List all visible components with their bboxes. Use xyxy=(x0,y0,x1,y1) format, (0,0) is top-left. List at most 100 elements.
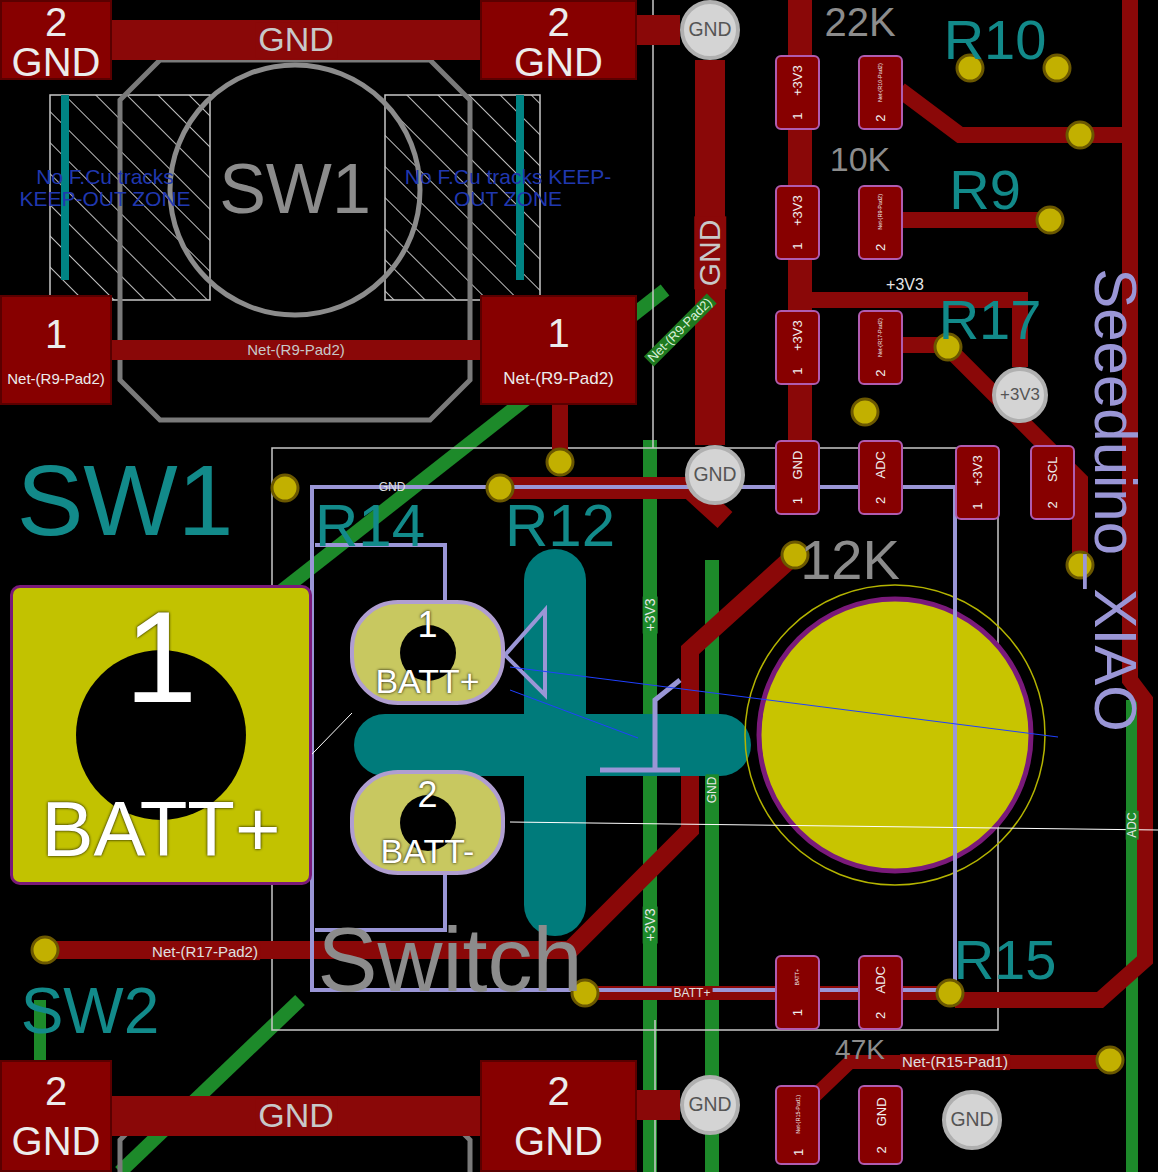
connector-pad: 2BATT- xyxy=(350,770,505,875)
via-pad: GND xyxy=(680,1075,740,1135)
pad-label-group: 2SCL xyxy=(1032,447,1073,518)
copper-track xyxy=(112,20,480,60)
resistor-pad: 1GND xyxy=(775,440,820,515)
net-name: ADC xyxy=(874,451,887,478)
copper-track xyxy=(695,60,725,445)
pad-number: 1 xyxy=(791,497,804,504)
via xyxy=(547,449,573,475)
ratsnest xyxy=(510,822,1158,830)
pin1-marker xyxy=(505,610,545,695)
pad-label-group: 1+3V3 xyxy=(777,57,818,128)
net-name: Net-(R9-Pad2) xyxy=(7,371,105,386)
silkscreen-text: SW2 xyxy=(21,978,160,1045)
pad-number: 2 xyxy=(874,244,887,251)
smd-pad: 2GND xyxy=(0,1060,112,1172)
resistor-pad: 2SCL xyxy=(1030,445,1075,520)
net-name: GND xyxy=(693,465,736,484)
resistor-pad: 1BATT+ xyxy=(775,955,820,1030)
back-copper xyxy=(385,714,720,776)
via xyxy=(1097,1047,1123,1073)
net-name: GND xyxy=(688,1095,731,1114)
pad-label-group: 1 +3V3 xyxy=(777,312,818,383)
ratsnest xyxy=(510,690,638,738)
resistor-pad: 2 ADC xyxy=(858,955,903,1030)
silkscreen-text: GND xyxy=(706,775,719,806)
pad-number: 1 xyxy=(791,368,804,375)
net-name: Net-(R9-Pad2) xyxy=(878,194,884,230)
copper-track xyxy=(900,90,1130,135)
resistor-pad: 2 GND xyxy=(858,1085,903,1165)
silkscreen-text: BATT+ xyxy=(672,987,713,1000)
pad-number: 2 xyxy=(874,497,887,504)
smd-pad: 2GND xyxy=(480,1060,637,1172)
net-name: GND xyxy=(12,42,101,82)
ratsnest xyxy=(510,667,1058,737)
copper-track xyxy=(112,340,480,360)
silkscreen-text: Seeeduino_XIAO xyxy=(1084,268,1147,732)
pad-number: 2 xyxy=(547,2,569,42)
pad-label-group: 2 ADC xyxy=(860,957,901,1028)
copper-track xyxy=(637,1090,680,1120)
green-track xyxy=(643,440,657,1172)
copper-track xyxy=(112,1096,480,1136)
via xyxy=(1067,122,1093,148)
net-name: BATT+ xyxy=(795,969,801,986)
resistor-pad: 2Net-(R10-Pad2) xyxy=(858,55,903,130)
pad-number: 2 xyxy=(45,2,67,42)
pad-label-group: 1Net-(R15-Pad1) xyxy=(777,1087,818,1163)
pad-number: 2 xyxy=(874,1146,887,1153)
resistor-pad: 1+3V3 xyxy=(775,55,820,130)
silkscreen-text: No F.Cu tracks KEEP-OUT ZONE xyxy=(5,166,205,210)
pad-number: 2 xyxy=(1046,501,1059,508)
pad-number: 1 xyxy=(125,592,197,722)
silkscreen-text: +3V3 xyxy=(643,596,658,633)
battery-pad xyxy=(759,599,1031,871)
net-name: +3V3 xyxy=(791,320,804,351)
pad-label-group: 1GND xyxy=(777,442,818,513)
silkscreen-text: +3V3 xyxy=(643,906,658,943)
net-name: GND xyxy=(874,1097,887,1126)
resistor-pad: 1 +3V3 xyxy=(775,310,820,385)
pad-label-group: 2 ADC xyxy=(860,442,901,513)
silkscreen-text: Net-(R9-Pad2) xyxy=(644,294,716,366)
silkscreen-text: ADC xyxy=(1126,810,1139,839)
battery-terminal-pad: 1BATT+ xyxy=(10,585,312,885)
connector-pad: 1BATT+ xyxy=(350,600,505,705)
net-name: GND xyxy=(950,1110,993,1129)
silk-mark xyxy=(600,680,680,770)
silkscreen-text: 10K xyxy=(830,142,891,178)
silkscreen-text: No F.Cu tracks KEEP-OUT ZONE xyxy=(401,166,616,210)
via-pad: GND xyxy=(685,445,745,505)
resistor-pad: 1+3V3 xyxy=(955,445,1000,520)
silkscreen-text: SW1 xyxy=(219,153,371,227)
pad-label-group: 1+3V3 xyxy=(777,187,818,258)
smd-pad: 1Net-(R9-Pad2) xyxy=(0,295,112,405)
net-name: Net-(R17-Pad2) xyxy=(878,318,884,357)
net-name: Net-(R15-Pad1) xyxy=(795,1094,801,1133)
courtyard xyxy=(652,0,654,448)
via-group xyxy=(32,55,1123,1073)
silkscreen-text: Switch xyxy=(317,913,582,1008)
silkscreen-text: 22K xyxy=(824,1,895,43)
silkscreen-text: R14 xyxy=(315,494,425,557)
copper-track xyxy=(637,15,680,45)
net-name: +3V3 xyxy=(791,195,804,226)
battery-outline xyxy=(745,585,1045,885)
silkscreen-text: R15 xyxy=(954,931,1057,990)
via-pad: GND xyxy=(942,1090,1002,1150)
via xyxy=(1037,207,1063,233)
silkscreen-text: Net-(R15-Pad1) xyxy=(900,1054,1010,1070)
via xyxy=(32,937,58,963)
pad-number: 2 xyxy=(874,1012,887,1019)
net-name: BATT+ xyxy=(375,664,479,698)
silkscreen-text: 12K xyxy=(800,531,900,590)
silkscreen-text: GND xyxy=(379,481,406,494)
net-name: ADC xyxy=(874,966,887,993)
pad-number: 2 xyxy=(874,115,887,122)
resistor-pad: 2 Net-(R9-Pad2) xyxy=(858,185,903,260)
resistor-pad: 2 ADC xyxy=(858,440,903,515)
silkscreen-text: SW1 xyxy=(17,448,234,553)
net-name: GND xyxy=(514,1121,603,1161)
green-track xyxy=(1126,700,1138,1172)
